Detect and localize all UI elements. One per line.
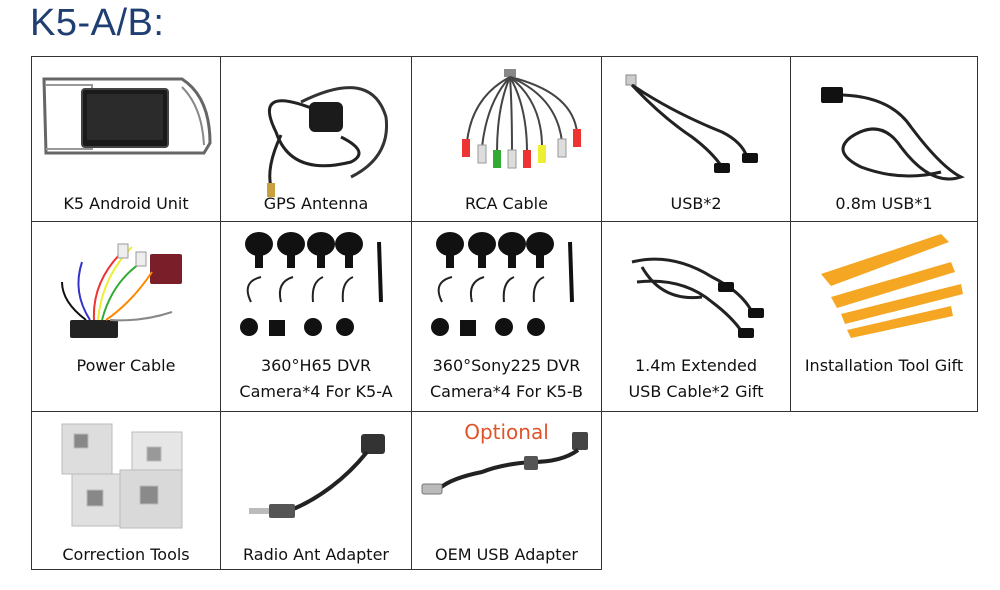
item-label: OEM USB Adapter (435, 545, 578, 564)
item-label: Radio Ant Adapter (243, 545, 389, 564)
item-label-line1: 360°H65 DVR (260, 356, 372, 375)
item-label: 0.8m USB*1 (835, 194, 933, 213)
item-correction-tools: Correction Tools (31, 411, 221, 570)
item-label: Power Cable (76, 356, 176, 375)
item-label-line2: Camera*4 For K5-B (430, 382, 583, 401)
item-label: USB*2 (670, 194, 722, 213)
item-rca-cable: RCA Cable (411, 56, 602, 222)
item-label-line1: 360°Sony225 DVR (432, 356, 581, 375)
item-installation-tool: Installation Tool Gift (790, 221, 978, 412)
item-label-line2: Camera*4 For K5-A (239, 382, 393, 401)
antenna-adapter-icon (249, 434, 385, 518)
item-camera-k5b: 360°Sony225 DVR Camera*4 For K5-B (411, 221, 602, 412)
item-radio-adapter: Radio Ant Adapter (220, 411, 412, 570)
camera-kit-icon (431, 232, 574, 336)
usb-extension-icon (631, 257, 764, 338)
rca-cable-icon (462, 69, 581, 169)
item-label: GPS Antenna (263, 194, 369, 213)
calibration-mats-icon (61, 423, 183, 529)
item-android-unit: K5 Android Unit (31, 56, 221, 222)
power-harness-icon (61, 243, 182, 338)
item-label-line2: USB Cable*2 Gift (628, 382, 764, 401)
item-gps-antenna: GPS Antenna (220, 56, 412, 222)
optional-badge: Optional (464, 420, 549, 444)
camera-kit-icon (240, 232, 383, 336)
item-usb-0-8m: 0.8m USB*1 (790, 56, 978, 222)
gps-antenna-icon (267, 86, 389, 197)
page-title: K5-A/B: (30, 2, 165, 44)
item-camera-k5a: 360°H65 DVR Camera*4 For K5-A (220, 221, 412, 412)
item-power-cable: Power Cable (31, 221, 221, 412)
usb-cable-icon (821, 87, 965, 181)
item-oem-usb-adapter: Optional OEM USB Adapter (411, 411, 602, 570)
pry-tools-icon (821, 234, 963, 338)
item-usb-2: USB*2 (601, 56, 791, 222)
usb-cable-icon (625, 74, 758, 173)
item-label: K5 Android Unit (63, 194, 189, 213)
oem-usb-adapter-icon (421, 432, 588, 495)
item-label: Installation Tool Gift (804, 356, 964, 375)
item-label-line1: 1.4m Extended (634, 356, 758, 375)
item-usb-extension: 1.4m Extended USB Cable*2 Gift (601, 221, 791, 412)
item-label: Correction Tools (62, 545, 190, 564)
android-head-unit-icon (42, 77, 212, 155)
item-label: RCA Cable (465, 194, 548, 213)
